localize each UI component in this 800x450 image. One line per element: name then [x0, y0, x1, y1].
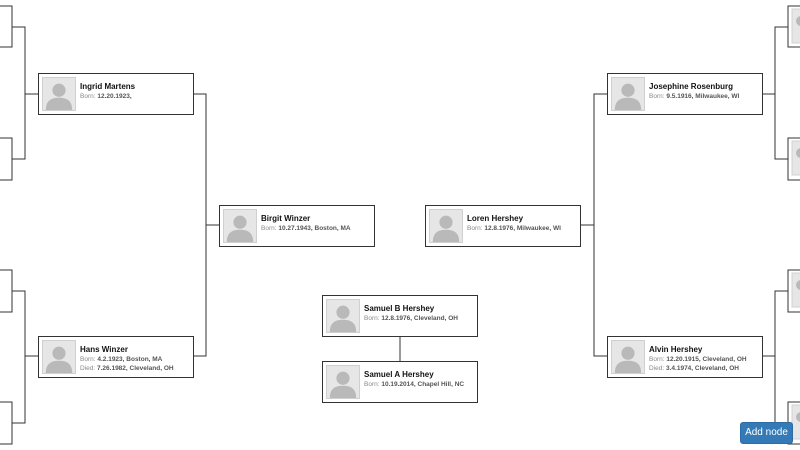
connector-line [12, 290, 38, 424]
person-card-hans-winzer[interactable]: Hans Winzer Born: 4.2.1923, Boston, MA D… [38, 336, 194, 378]
person-avatar-icon [223, 209, 257, 243]
connector-line [762, 290, 788, 424]
connector-line [0, 401, 13, 445]
partial-avatar-icon [791, 140, 800, 176]
person-name: Samuel B Hershey [364, 304, 435, 313]
person-avatar-icon [611, 340, 645, 374]
person-born: Born: 10.27.1943, Boston, MA [261, 225, 351, 232]
connector-line [12, 26, 38, 160]
partial-avatar-icon [791, 272, 800, 308]
connector-line [193, 93, 219, 357]
person-name: Samuel A Hershey [364, 370, 434, 379]
person-avatar-icon [326, 299, 360, 333]
person-born: Born: 12.20.1915, Cleveland, OH [649, 356, 747, 363]
person-card-samuel-a-hershey[interactable]: Samuel A Hershey Born: 10.19.2014, Chape… [322, 361, 478, 403]
connector-line [787, 137, 800, 181]
person-name: Loren Hershey [467, 214, 524, 223]
person-avatar-icon [42, 77, 76, 111]
person-born: Born: 9.5.1916, Milwaukee, WI [649, 93, 740, 100]
person-avatar-icon [611, 77, 645, 111]
connector-line [581, 93, 607, 357]
partial-avatar-icon [791, 8, 800, 44]
person-avatar-icon [429, 209, 463, 243]
person-card-birgit-winzer[interactable]: Birgit Winzer Born: 10.27.1943, Boston, … [219, 205, 375, 247]
person-name: Hans Winzer [80, 345, 128, 354]
person-avatar-icon [326, 365, 360, 399]
person-died: Died: 3.4.1974, Cleveland, OH [649, 365, 739, 372]
person-name: Josephine Rosenburg [649, 82, 734, 91]
person-name: Birgit Winzer [261, 214, 311, 223]
connector-line [787, 5, 800, 48]
person-born: Born: 10.19.2014, Chapel Hill, NC [364, 381, 465, 388]
person-born: Born: 12.8.1976, Cleveland, OH [364, 315, 458, 322]
person-born: Born: 12.8.1976, Milwaukee, WI [467, 225, 561, 232]
person-born: Born: 12.20.1923, [80, 93, 132, 100]
person-card-loren-hershey[interactable]: Loren Hershey Born: 12.8.1976, Milwaukee… [425, 205, 581, 247]
connector-line [0, 137, 13, 181]
person-born: Born: 4.2.1923, Boston, MA [80, 356, 163, 363]
person-card-alvin-hershey[interactable]: Alvin Hershey Born: 12.20.1915, Clevelan… [607, 336, 763, 378]
connector-line [787, 269, 800, 313]
person-card-ingrid-martens[interactable]: Ingrid Martens Born: 12.20.1923, [38, 73, 194, 115]
person-card-josephine-rosenburg[interactable]: Josephine Rosenburg Born: 9.5.1916, Milw… [607, 73, 763, 115]
connector-line [0, 5, 13, 48]
person-died: Died: 7.26.1982, Cleveland, OH [80, 365, 174, 372]
connector-line [0, 269, 13, 313]
person-name: Ingrid Martens [80, 82, 136, 91]
person-avatar-icon [42, 340, 76, 374]
connector-line [762, 26, 788, 160]
person-name: Alvin Hershey [649, 345, 703, 354]
person-card-samuel-b-hershey[interactable]: Samuel B Hershey Born: 12.8.1976, Clevel… [322, 295, 478, 337]
add-node-button[interactable]: Add node [740, 422, 793, 444]
partial-avatar-icon [791, 404, 800, 440]
